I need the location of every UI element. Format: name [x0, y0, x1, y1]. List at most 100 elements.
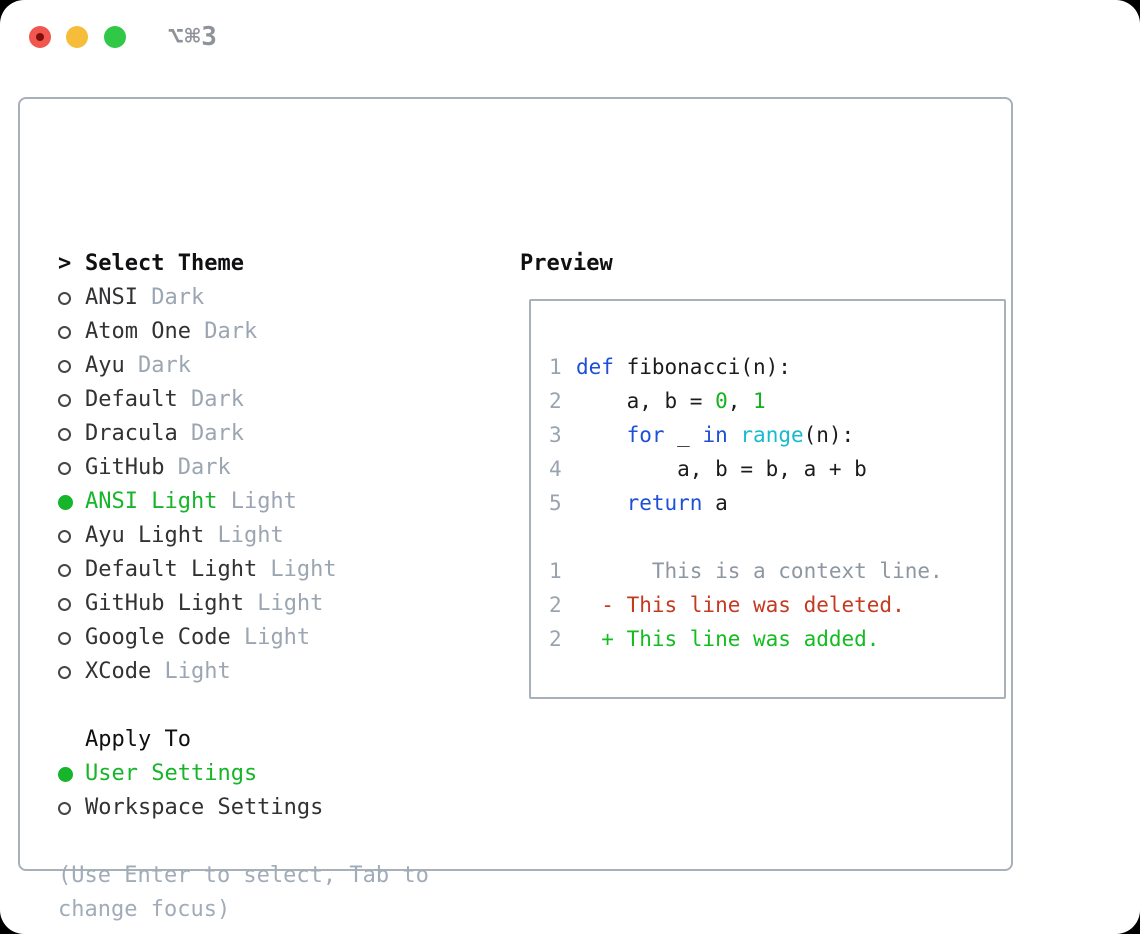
- theme-option[interactable]: ANSI Light Light: [58, 485, 429, 519]
- code-segment: 1: [753, 389, 766, 413]
- radio-unselected-icon: [58, 291, 85, 305]
- select-theme-title: Select Theme: [85, 251, 244, 276]
- apply-to-option-label: Workspace Settings: [85, 795, 324, 820]
- theme-variant-tag: Dark: [177, 387, 244, 412]
- radio-dot: [58, 494, 73, 510]
- theme-variant-tag: Light: [151, 659, 231, 684]
- select-theme-header: > Select Theme: [58, 247, 429, 281]
- theme-option[interactable]: Default Light Light: [58, 553, 429, 587]
- theme-name: Atom One: [85, 319, 191, 344]
- theme-variant-tag: Light: [230, 625, 311, 650]
- radio-dot: [58, 665, 71, 679]
- code-line: 3 for _ in range(n):: [549, 418, 1004, 452]
- apply-to-option-label: User Settings: [85, 761, 258, 786]
- code-segment: (n):: [803, 423, 855, 447]
- diff-line-del: 2 - This line was deleted.: [549, 588, 1004, 622]
- code-segment: return: [626, 491, 703, 515]
- code-segment: a, b = b, a + b: [576, 457, 867, 481]
- line-number: 5: [549, 491, 562, 515]
- code-line: 1 def fibonacci(n):: [549, 350, 1004, 384]
- theme-name: XCode: [85, 659, 152, 684]
- theme-option[interactable]: Dracula Dark: [58, 417, 429, 451]
- theme-name: GitHub: [85, 455, 165, 480]
- code-segment: a: [702, 491, 728, 515]
- code-segment: in: [702, 423, 728, 447]
- apply-to-option[interactable]: User Settings: [58, 757, 429, 791]
- spacer: [58, 689, 429, 723]
- radio-unselected-icon: [58, 461, 85, 475]
- diff-text: This is a context line.: [576, 559, 943, 583]
- theme-option[interactable]: XCode Light: [58, 655, 429, 689]
- diff-line-ctx: 1 This is a context line.: [549, 554, 1004, 588]
- theme-option[interactable]: Ayu Light Light: [58, 519, 429, 553]
- line-number: 2: [549, 627, 562, 651]
- line-number: 1: [549, 559, 562, 583]
- minimize-button[interactable]: [66, 26, 88, 48]
- radio-dot: [58, 427, 71, 441]
- theme-variant-tag: Dark: [137, 285, 205, 310]
- radio-dot: [58, 597, 71, 611]
- theme-name: ANSI Light: [85, 489, 218, 514]
- radio-dot: [58, 359, 71, 373]
- spacer: [58, 825, 429, 859]
- spacer: [549, 520, 1004, 554]
- line-number: 2: [549, 593, 562, 617]
- theme-name: Ayu: [85, 353, 125, 378]
- radio-dot: [58, 529, 71, 543]
- code-text: return a: [576, 486, 728, 520]
- code-text: for _ in range(n):: [576, 418, 855, 452]
- apply-to-option[interactable]: Workspace Settings: [58, 791, 429, 825]
- code-segment: [576, 423, 627, 447]
- radio-dot: [58, 325, 71, 339]
- line-number: 1: [549, 355, 562, 379]
- line-number: 4: [549, 457, 562, 481]
- theme-variant-tag: Light: [243, 591, 324, 616]
- code-text: a, b = 0, 1: [576, 384, 766, 418]
- line-number: 3: [549, 423, 562, 447]
- radio-unselected-icon: [58, 427, 85, 441]
- help-text-line-2: change focus): [58, 897, 231, 922]
- diff-text: - This line was deleted.: [576, 593, 905, 617]
- help-text-line-1: (Use Enter to select, Tab to: [58, 863, 429, 888]
- radio-unselected-icon: [58, 563, 85, 577]
- code-text: a, b = b, a + b: [576, 452, 867, 486]
- theme-option[interactable]: GitHub Light Light: [58, 587, 429, 621]
- theme-variant-tag: Dark: [124, 353, 191, 378]
- radio-dot: [58, 631, 71, 645]
- theme-variant-tag: Light: [217, 489, 297, 514]
- code-segment: def: [576, 355, 614, 379]
- radio-unselected-icon: [58, 529, 85, 543]
- code-segment: ,: [727, 389, 754, 413]
- diff-text: + This line was added.: [576, 627, 880, 651]
- theme-option[interactable]: Default Dark: [58, 383, 429, 417]
- radio-selected-icon: [58, 494, 85, 510]
- window-shortcut-label: ⌥⌘3: [168, 22, 218, 52]
- code-line: 5 return a: [549, 486, 1004, 520]
- line-number: 2: [549, 389, 562, 413]
- radio-unselected-icon: [58, 597, 85, 611]
- theme-name: Google Code: [85, 625, 231, 650]
- prompt-icon: >: [58, 251, 72, 276]
- theme-name: Default Light: [85, 557, 258, 582]
- theme-option[interactable]: Ayu Dark: [58, 349, 429, 383]
- code-text: def fibonacci(n):: [576, 350, 791, 384]
- code-segment: a, b =: [576, 389, 716, 413]
- preview-title: Preview: [520, 251, 613, 276]
- theme-name: Dracula: [85, 421, 178, 446]
- theme-option[interactable]: GitHub Dark: [58, 451, 429, 485]
- code-segment: [728, 423, 741, 447]
- zoom-button[interactable]: [104, 26, 126, 48]
- theme-name: Ayu Light: [85, 523, 205, 548]
- theme-option[interactable]: Atom One Dark: [58, 315, 429, 349]
- theme-name: Default: [85, 387, 178, 412]
- theme-option[interactable]: ANSI Dark: [58, 281, 429, 315]
- code-segment: range: [740, 423, 804, 447]
- theme-variant-tag: Dark: [190, 319, 258, 344]
- theme-option[interactable]: Google Code Light: [58, 621, 429, 655]
- close-button[interactable]: [29, 26, 51, 48]
- code-segment: 0: [715, 389, 728, 413]
- radio-unselected-icon: [58, 631, 85, 645]
